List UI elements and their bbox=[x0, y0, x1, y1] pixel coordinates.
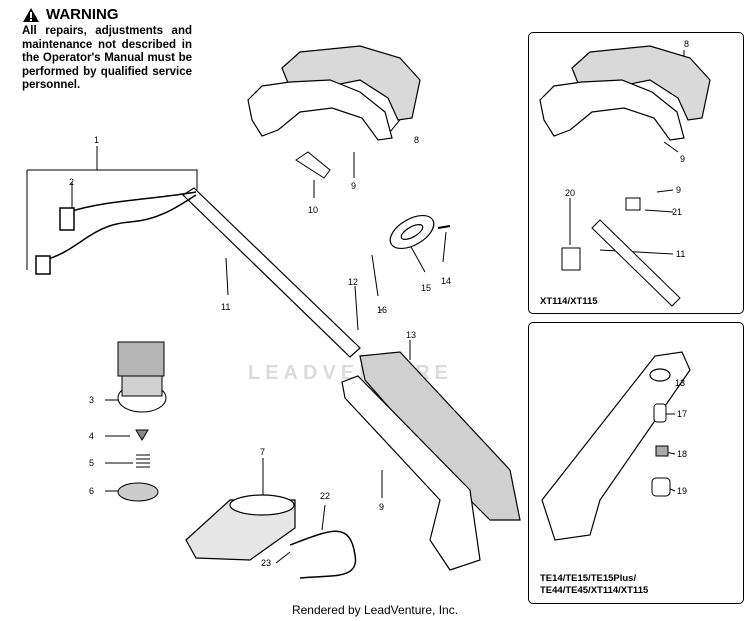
wiring-harness-part bbox=[35, 191, 197, 275]
callout-xt-20: 20 bbox=[565, 188, 575, 198]
callout-13: 13 bbox=[406, 330, 416, 340]
shaft-part bbox=[182, 187, 361, 358]
callout-6: 6 bbox=[89, 486, 94, 496]
inset-caption-xt: XT114/XT115 bbox=[540, 296, 598, 307]
clip-part bbox=[135, 429, 149, 441]
callout-10: 10 bbox=[308, 205, 318, 215]
callout-14: 14 bbox=[441, 276, 451, 286]
xt-switch-part bbox=[561, 247, 581, 271]
inset-box-te bbox=[528, 322, 744, 604]
callout-xt-9a: 9 bbox=[680, 154, 685, 164]
grass-guard-part bbox=[185, 494, 296, 561]
callout-5: 5 bbox=[89, 458, 94, 468]
callout-1: 1 bbox=[94, 135, 99, 145]
callout-11: 11 bbox=[221, 302, 230, 312]
edge-guide-part bbox=[289, 530, 357, 579]
callout-2: 2 bbox=[69, 177, 74, 187]
te-housing-part bbox=[541, 351, 691, 541]
callout-8: 8 bbox=[414, 135, 419, 145]
xt-handle-part bbox=[539, 45, 711, 141]
warning-title: WARNING bbox=[46, 6, 119, 23]
motor-part bbox=[117, 341, 167, 413]
callout-te-13: 13 bbox=[675, 378, 685, 388]
aux-handle-part bbox=[389, 214, 435, 250]
callout-xt-11: 11 bbox=[676, 249, 685, 259]
bolt-part bbox=[437, 225, 451, 229]
te-trigger-part bbox=[655, 445, 669, 457]
callout-te-19: 19 bbox=[677, 486, 687, 496]
lower-housing-part bbox=[341, 351, 521, 571]
footer-credit: Rendered by LeadVenture, Inc. bbox=[291, 603, 459, 617]
callout-te-17: 17 bbox=[677, 409, 687, 419]
inset-box-xt bbox=[528, 32, 744, 314]
callout-9a: 9 bbox=[351, 181, 356, 191]
spool-part bbox=[117, 482, 159, 502]
callout-22: 22 bbox=[320, 491, 330, 501]
warning-header: WARNING bbox=[22, 6, 192, 23]
warning-triangle-icon bbox=[23, 7, 39, 22]
callout-23: 23 bbox=[261, 558, 271, 568]
spring-part bbox=[136, 454, 150, 468]
callout-16: 16 bbox=[377, 305, 387, 315]
te-lock-part bbox=[651, 477, 671, 497]
callout-xt-8: 8 bbox=[684, 39, 689, 49]
callout-4: 4 bbox=[89, 431, 94, 441]
warning-block: WARNING All repairs, adjustments and mai… bbox=[22, 6, 192, 93]
callout-7: 7 bbox=[260, 447, 265, 457]
upper-handle-part bbox=[247, 45, 421, 141]
xt-clamp-part bbox=[625, 197, 641, 211]
inset-caption-te: TE14/TE15/TE15Plus/ TE44/TE45/XT114/XT11… bbox=[540, 573, 649, 596]
callout-xt-21: 21 bbox=[672, 207, 682, 217]
callout-3: 3 bbox=[89, 395, 94, 405]
callout-te-18: 18 bbox=[677, 449, 687, 459]
callout-9b: 9 bbox=[379, 502, 384, 512]
callout-xt-9b: 9 bbox=[676, 185, 681, 195]
callout-15: 15 bbox=[421, 283, 431, 293]
xt-shaft-part bbox=[591, 219, 681, 307]
warning-text: All repairs, adjustments and maintenance… bbox=[22, 25, 192, 91]
callout-12: 12 bbox=[348, 277, 358, 287]
guard-clip-part bbox=[295, 151, 331, 179]
te-button-part bbox=[653, 403, 667, 423]
